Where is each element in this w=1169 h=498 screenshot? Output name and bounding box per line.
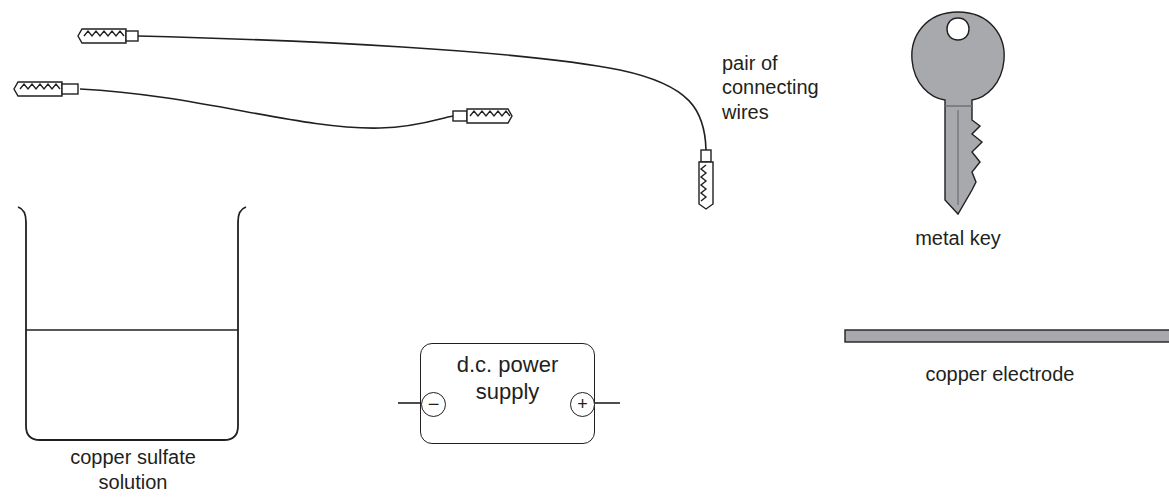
negative-terminal: − xyxy=(421,392,446,417)
wire-label: pair of connecting wires xyxy=(722,51,834,124)
crocodile-clip xyxy=(14,29,713,209)
power-supply-box: d.c. power supply− + xyxy=(420,343,595,444)
key-label: metal key xyxy=(888,226,1028,250)
beaker xyxy=(18,207,246,440)
positive-terminal: + xyxy=(570,392,595,417)
copper-electrode xyxy=(845,330,1169,342)
metal-key xyxy=(912,12,1004,214)
electrode-label: copper electrode xyxy=(910,362,1090,386)
terminal-sign: + xyxy=(577,395,588,413)
beaker-label: copper sulfate solution xyxy=(60,445,206,494)
terminal-sign: − xyxy=(428,394,440,414)
device-name: d.c. power supply xyxy=(447,352,569,406)
connecting-wire xyxy=(80,36,706,150)
